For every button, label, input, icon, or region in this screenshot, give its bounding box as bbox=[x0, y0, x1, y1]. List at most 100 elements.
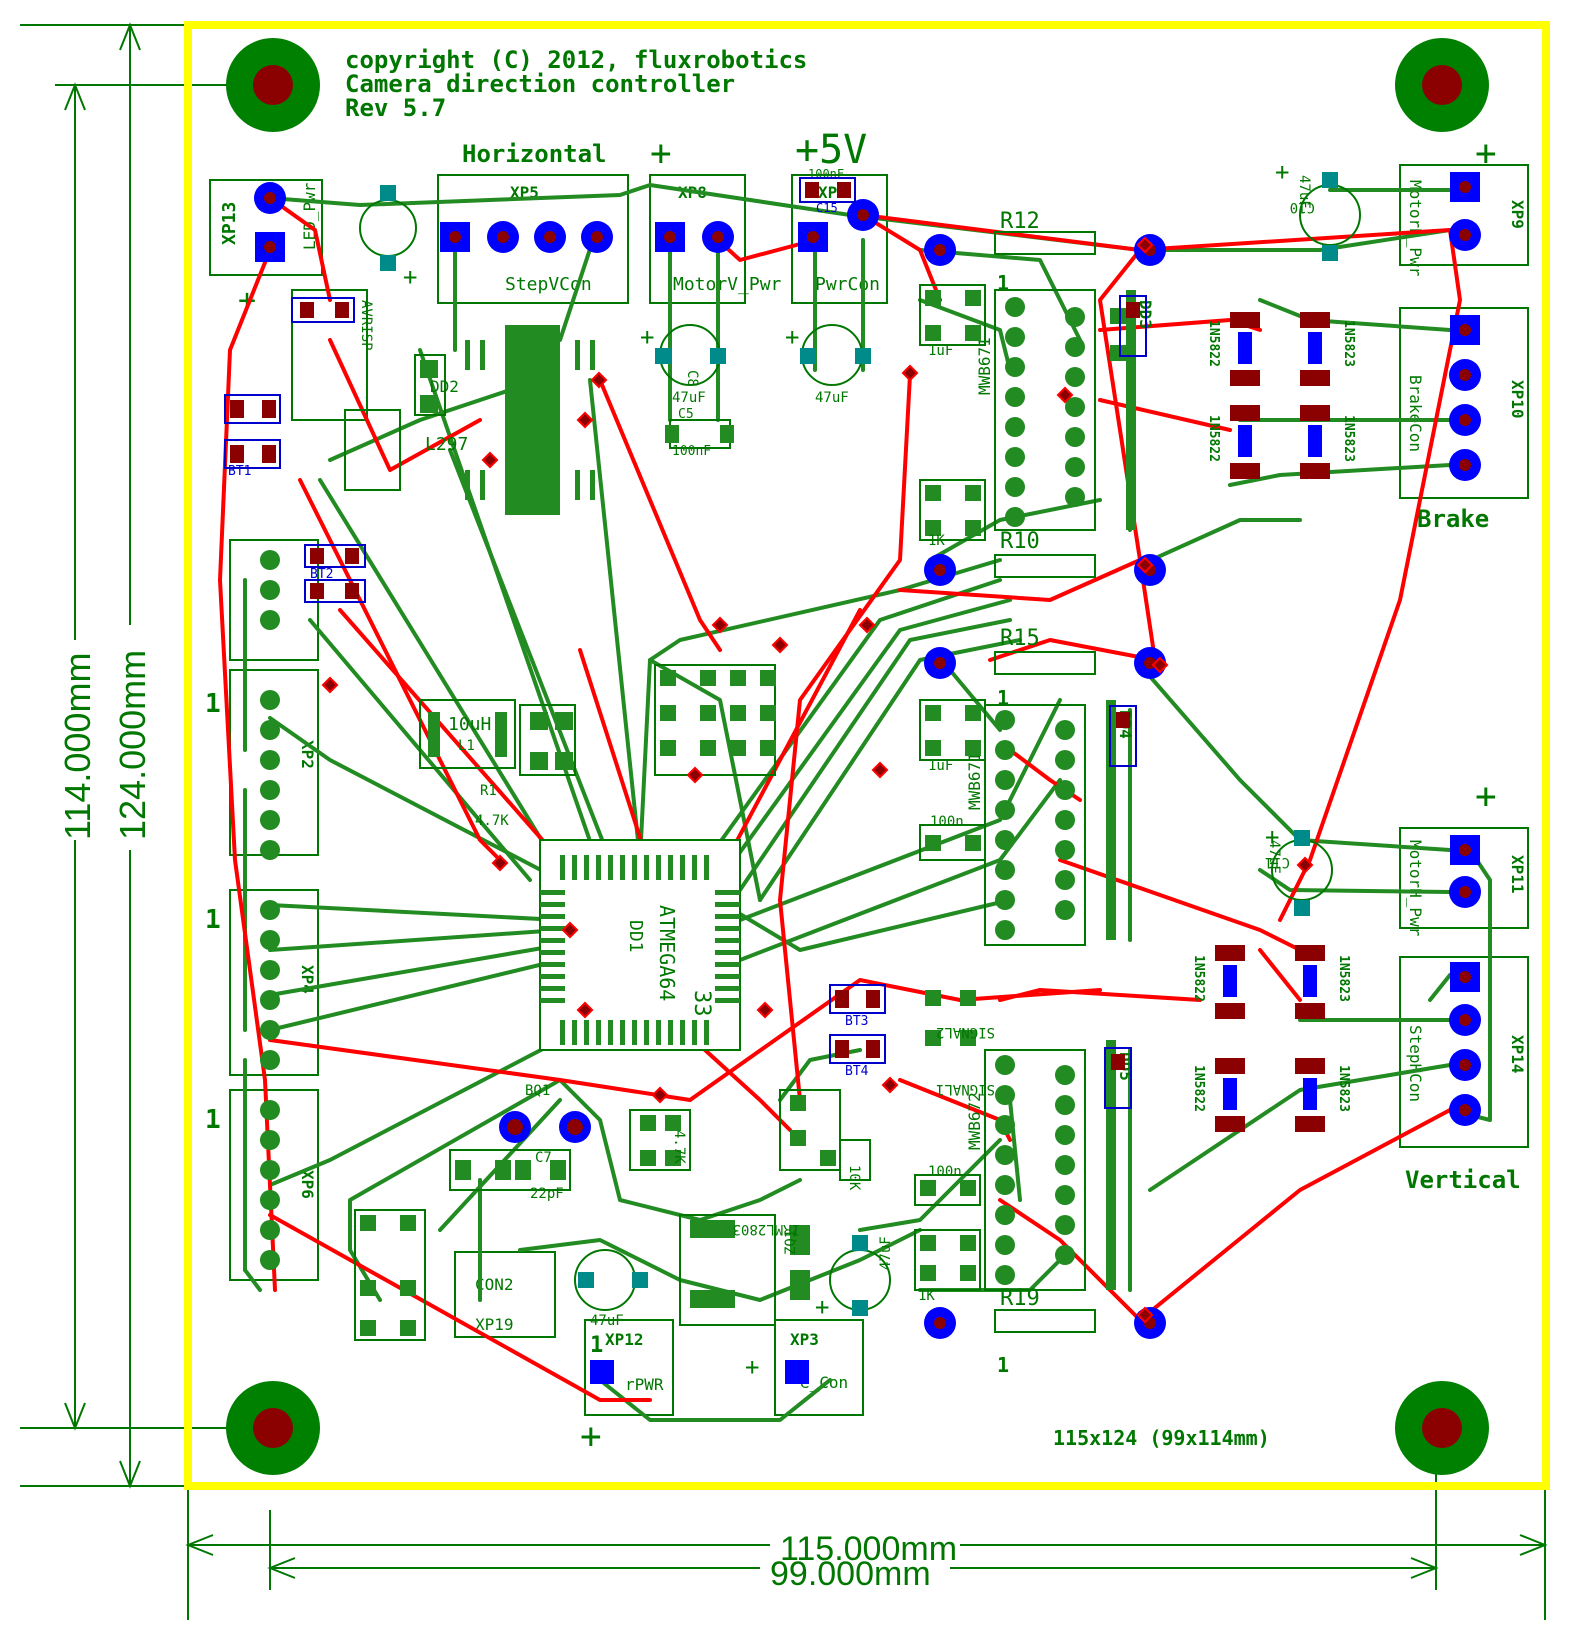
svg-text:C7: C7 bbox=[535, 1150, 552, 1166]
mounting-holes bbox=[226, 38, 1489, 1475]
svg-text:+: + bbox=[650, 133, 672, 174]
xp6-label: XP6 bbox=[298, 1170, 317, 1199]
board-outline bbox=[184, 21, 1550, 1490]
svg-text:+: + bbox=[785, 323, 799, 351]
svg-text:C8: C8 bbox=[684, 370, 700, 387]
svg-text:47uF: 47uF bbox=[590, 1313, 624, 1329]
xp5-name: StepVCon bbox=[505, 274, 592, 295]
smd-components: C5 100nF 1uF 1K 1K 1uF 100n 100n 22pF C7… bbox=[344, 167, 1126, 1341]
svg-text:BQ1: BQ1 bbox=[525, 1083, 550, 1099]
svg-text:1N5823: 1N5823 bbox=[1336, 955, 1351, 1002]
xp9-label: XP9 bbox=[1508, 200, 1527, 229]
svg-text:1: 1 bbox=[997, 271, 1009, 295]
dimension-lines bbox=[20, 22, 1548, 1620]
svg-text:1: 1 bbox=[205, 689, 221, 719]
xp14-label: XP14 bbox=[1508, 1035, 1527, 1074]
svg-text:ZQ1: ZQ1 bbox=[783, 1230, 799, 1255]
power-bars bbox=[1106, 290, 1136, 1290]
xp16-name: AVRISP bbox=[358, 300, 374, 351]
svg-text:22pF: 22pF bbox=[530, 1186, 564, 1202]
svg-text:1uF: 1uF bbox=[928, 758, 953, 774]
xp10-label: XP10 bbox=[1508, 380, 1527, 419]
svg-text:+: + bbox=[580, 1416, 602, 1457]
svg-text:1K: 1K bbox=[918, 1288, 935, 1304]
svg-text:SIGNAL2: SIGNAL2 bbox=[936, 1024, 995, 1040]
dimension-height-inner: 114.000mm bbox=[57, 653, 98, 840]
pads-green-round bbox=[260, 297, 1085, 1285]
label-vertical: Vertical bbox=[1405, 1166, 1521, 1194]
xp11-label: XP11 bbox=[1508, 855, 1527, 894]
mcu-ref: DD1 bbox=[625, 920, 646, 953]
xp10-name: BrakeCon bbox=[1406, 375, 1425, 452]
xp11-name: MotorH_Pwr bbox=[1406, 840, 1425, 937]
svg-text:1N5823: 1N5823 bbox=[1336, 1065, 1351, 1112]
svg-text:R12: R12 bbox=[1000, 209, 1040, 234]
svg-text:C15: C15 bbox=[816, 201, 838, 215]
vias bbox=[321, 236, 1314, 1324]
svg-text:4.7K: 4.7K bbox=[671, 1130, 687, 1164]
header-title: Camera direction controller bbox=[345, 70, 735, 98]
svg-text:C10: C10 bbox=[1290, 199, 1315, 215]
svg-text:100nF: 100nF bbox=[672, 444, 711, 459]
svg-text:MWB671: MWB671 bbox=[975, 337, 994, 395]
label-horizontal: Horizontal bbox=[462, 140, 607, 168]
svg-text:1N5822: 1N5822 bbox=[1191, 955, 1206, 1002]
xp12-label: XP12 bbox=[605, 1330, 644, 1349]
driver-name: L297 bbox=[425, 434, 468, 455]
svg-text:+: + bbox=[1475, 133, 1497, 174]
diode-groups: 1N5822 1N5823 1N5822 1N5823 1N5822 1N582… bbox=[1191, 312, 1356, 1132]
dimension-width-outer: 115.000mm bbox=[780, 1530, 957, 1568]
smd-blue-pads: BT1 BT2 BT3 BT4 bbox=[224, 177, 1147, 1109]
svg-text:1uF: 1uF bbox=[928, 343, 953, 359]
svg-text:1N5823: 1N5823 bbox=[1341, 320, 1356, 367]
svg-text:47uF: 47uF bbox=[1296, 175, 1312, 209]
svg-text:BT3: BT3 bbox=[845, 1014, 868, 1029]
svg-text:SIGNAL1: SIGNAL1 bbox=[936, 1081, 995, 1097]
svg-text:1N5822: 1N5822 bbox=[1191, 1065, 1206, 1112]
svg-text:1: 1 bbox=[997, 686, 1009, 710]
svg-text:+: + bbox=[815, 1293, 829, 1321]
svg-text:1: 1 bbox=[205, 905, 221, 935]
svg-text:MWB672: MWB672 bbox=[965, 1092, 984, 1150]
label-brake: Brake bbox=[1417, 505, 1489, 533]
xp7-name: PwrCon bbox=[815, 274, 880, 295]
svg-text:+: + bbox=[745, 1353, 759, 1381]
svg-text:1: 1 bbox=[590, 1333, 603, 1358]
driver-l297: L297 DD2 bbox=[425, 325, 595, 515]
svg-text:100n: 100n bbox=[930, 814, 964, 830]
mcu-name: ATMEGA64 bbox=[655, 905, 679, 1001]
dimension-height-outer: 124.000mm bbox=[112, 650, 153, 840]
svg-text:47uF: 47uF bbox=[815, 390, 849, 406]
con2-label: CON2 bbox=[475, 1275, 514, 1294]
svg-text:47uF: 47uF bbox=[672, 390, 706, 406]
capacitors-electrolytic: 47uF C8 47uF C10 47uF C11 47uF 47uF 47uF bbox=[359, 172, 1361, 1329]
svg-text:1N5823: 1N5823 bbox=[1341, 415, 1356, 462]
svg-text:IRML2803: IRML2803 bbox=[733, 1221, 800, 1237]
svg-text:10K: 10K bbox=[846, 1165, 862, 1191]
svg-text:L1: L1 bbox=[458, 738, 475, 754]
xp14-name: StepHCon bbox=[1406, 1025, 1425, 1102]
svg-text:+: + bbox=[1265, 823, 1279, 851]
header-copyright: copyright (C) 2012, fluxrobotics bbox=[345, 46, 807, 74]
pads-drill bbox=[264, 181, 1471, 1329]
xp12-name: rPWR bbox=[625, 1375, 664, 1394]
svg-text:+: + bbox=[403, 263, 417, 291]
svg-text:+: + bbox=[1275, 158, 1289, 186]
bottom-copper-traces bbox=[243, 183, 1492, 1422]
header-revision: Rev 5.7 bbox=[345, 94, 446, 122]
xp9-name: MotorB_Pwr bbox=[1406, 180, 1425, 277]
svg-text:10uH: 10uH bbox=[448, 714, 491, 735]
svg-text:BT4: BT4 bbox=[845, 1064, 869, 1079]
svg-text:R10: R10 bbox=[1000, 529, 1040, 554]
label-5v: +5V bbox=[795, 127, 867, 173]
svg-text:R15: R15 bbox=[1000, 626, 1040, 651]
mcu-atmega64: ATMEGA64 DD1 33 bbox=[539, 839, 741, 1051]
svg-text:R1: R1 bbox=[480, 783, 497, 799]
svg-text:C5: C5 bbox=[678, 407, 694, 422]
svg-text:MWB671: MWB671 bbox=[965, 752, 984, 810]
svg-text:1K: 1K bbox=[928, 533, 945, 549]
svg-text:BT2: BT2 bbox=[310, 567, 333, 582]
xp19-label: XP19 bbox=[475, 1315, 514, 1334]
svg-text:100n: 100n bbox=[928, 1164, 962, 1180]
